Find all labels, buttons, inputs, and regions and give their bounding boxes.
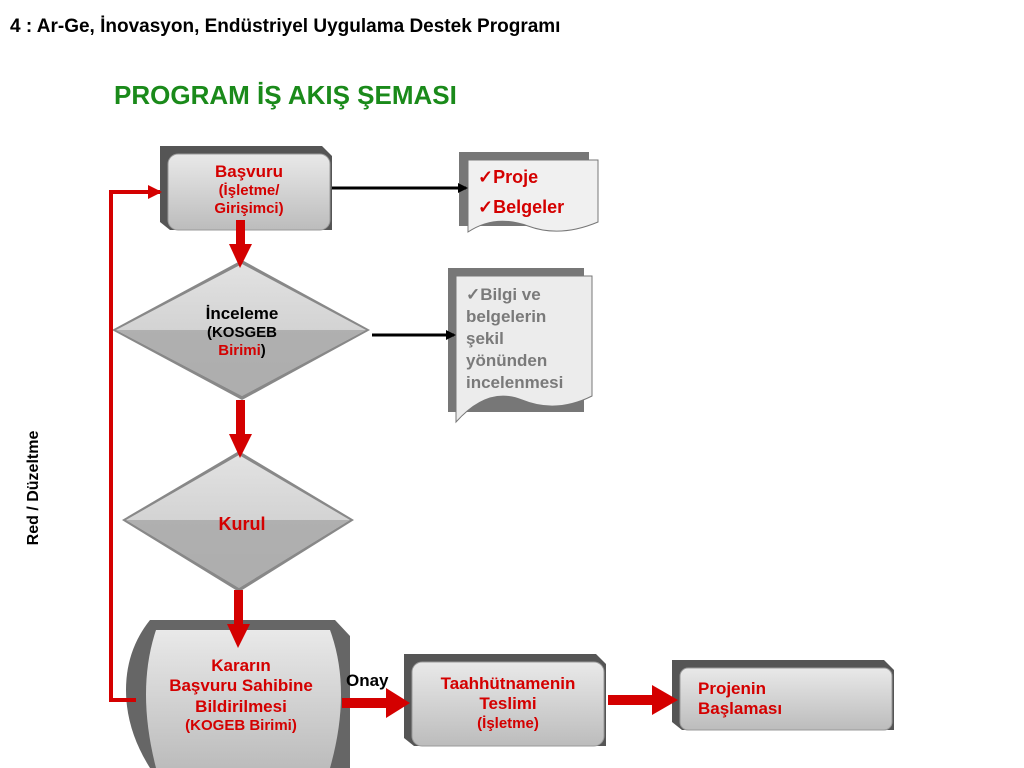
proje-baslamasi-box bbox=[672, 660, 894, 731]
check-icon: ✓ bbox=[478, 197, 494, 217]
inceleme-line2: (KOSGEB bbox=[206, 324, 277, 342]
inceleme-title: İnceleme bbox=[205, 304, 279, 323]
doc2-line5: incelenmesi bbox=[466, 373, 564, 393]
doc2-line2: belgelerin bbox=[466, 307, 547, 327]
taahhut-line2: Teslimi bbox=[479, 694, 537, 714]
kurul-label: Kurul bbox=[218, 514, 266, 534]
doc2-line4: yönünden bbox=[466, 351, 548, 371]
kurul-diamond bbox=[122, 451, 354, 592]
doc2-text: ✓Bilgi ve belgelerin şekil yönünden ince… bbox=[466, 284, 563, 394]
arrow-kurul-karar bbox=[227, 590, 250, 648]
slide-title: 4 : Ar-Ge, İnovasyon, Endüstriyel Uygula… bbox=[10, 16, 561, 37]
arrow-feedback-loop bbox=[109, 185, 162, 702]
document-inceleme-notes bbox=[448, 268, 593, 424]
karar-label: Kararın Başvuru Sahibine Bildirilmesi (K… bbox=[148, 656, 334, 735]
arrow-karar-taahhut bbox=[342, 688, 410, 718]
inceleme-diamond bbox=[112, 260, 370, 400]
onay-label: Onay bbox=[346, 671, 389, 690]
karar-line3: Bildirilmesi bbox=[195, 696, 287, 716]
taahhut-label: Taahhütnamenin Teslimi (İşletme) bbox=[412, 674, 604, 733]
proje-line2: Başlaması bbox=[698, 699, 783, 719]
arrow-taahhut-proje bbox=[608, 685, 678, 715]
karar-line4: (KOGEB Birimi) bbox=[185, 717, 297, 735]
taahhut-box bbox=[404, 654, 606, 747]
document-proje-belgeler bbox=[459, 152, 599, 233]
basvuru-label: Başvuru (İşletme/ Girişimci) bbox=[168, 162, 330, 218]
doc2-line1: Bilgi ve bbox=[480, 285, 541, 304]
doc1-item-belgeler: ✓Belgeler bbox=[478, 197, 564, 218]
inceleme-line3: Birimi) bbox=[172, 342, 312, 360]
doc1-item-proje: ✓Proje bbox=[478, 167, 538, 188]
taahhut-line3: (İşletme) bbox=[477, 714, 539, 732]
page-title: PROGRAM İŞ AKIŞ ŞEMASI bbox=[114, 80, 457, 110]
proje-line1: Projenin bbox=[698, 679, 767, 698]
basvuru-line3: Girişimci) bbox=[214, 200, 284, 218]
check-icon: ✓ bbox=[478, 167, 494, 187]
doc1-item1-text: Proje bbox=[493, 167, 539, 187]
doc2-line3: şekil bbox=[466, 329, 504, 349]
inceleme-label: İnceleme (KOSGEB Birimi) bbox=[172, 304, 312, 360]
doc1-item2-text: Belgeler bbox=[493, 197, 565, 217]
arrow-inceleme-kurul bbox=[229, 400, 252, 458]
inceleme-birimi: Birimi bbox=[218, 342, 261, 360]
basvuru-title: Başvuru bbox=[214, 162, 284, 181]
karar-line1: Kararın bbox=[211, 656, 271, 675]
doc2-line1-row: ✓Bilgi ve bbox=[466, 284, 563, 306]
taahhut-line1: Taahhütnamenin bbox=[440, 674, 576, 693]
basvuru-box bbox=[160, 146, 332, 231]
arrow-basvuru-inceleme bbox=[229, 220, 252, 268]
inceleme-close-paren: ) bbox=[260, 342, 266, 360]
basvuru-line2: (İşletme/ bbox=[218, 182, 280, 200]
proje-baslamasi-label: Projenin Başlaması bbox=[698, 679, 782, 720]
check-icon: ✓ bbox=[466, 285, 481, 304]
karar-box bbox=[126, 620, 350, 768]
karar-line2: Başvuru Sahibine bbox=[169, 676, 313, 696]
